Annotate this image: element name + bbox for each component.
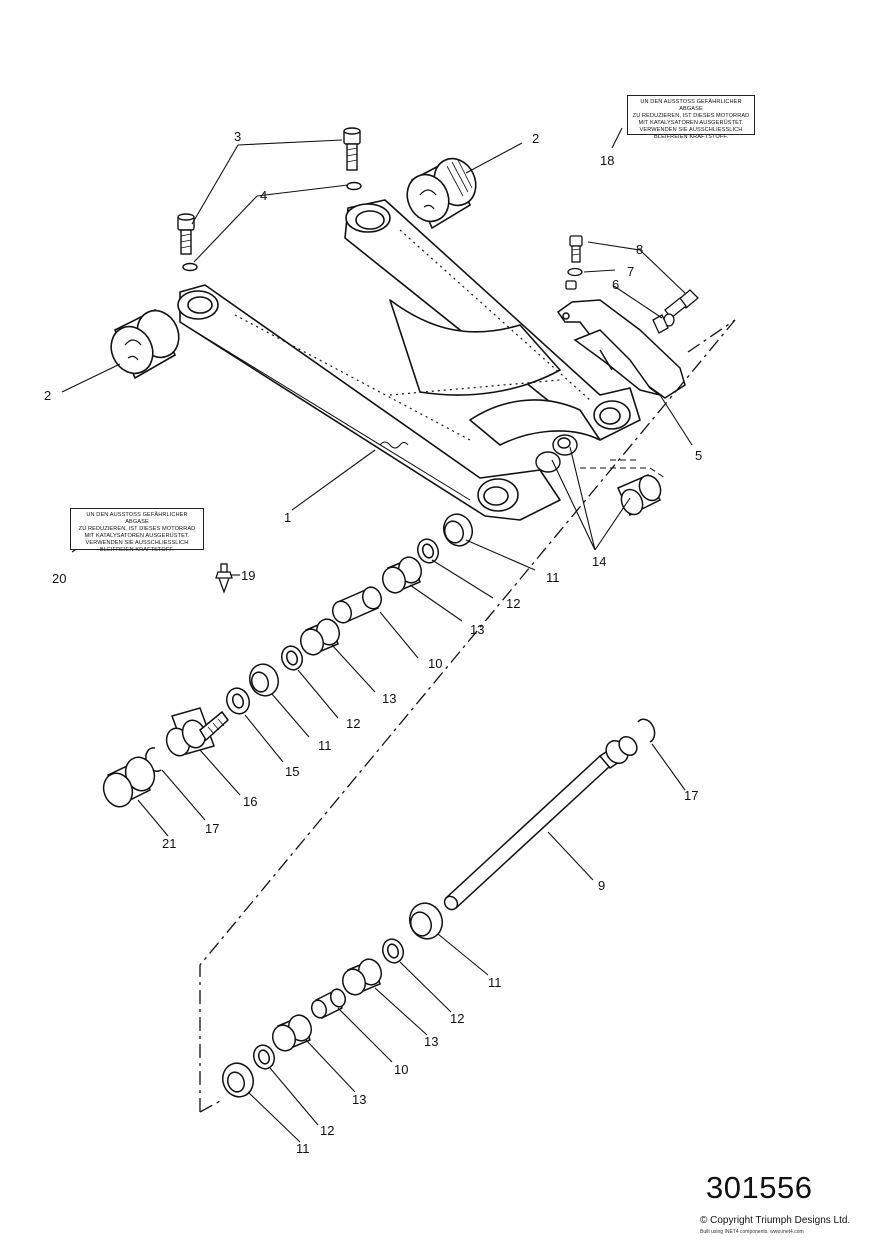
callout-13-mid: 13 — [382, 691, 396, 706]
callout-11-top: 11 — [546, 570, 560, 585]
label-18-line-4: VERWENDEN SIE AUSSCHLIESSLICH — [639, 127, 743, 133]
bush-14 — [617, 474, 662, 517]
swing-arm-bushings — [535, 434, 666, 479]
callout-19: 19 — [241, 568, 255, 583]
label-20-line-5: BLEIFREIEN KRAFTSTOFF. — [100, 547, 174, 553]
callout-11-bottom: 11 — [296, 1141, 310, 1156]
label-18-line-3: MIT KATALYSATOREN AUSGERÜSTET. — [638, 120, 744, 126]
callout-17-left: 17 — [205, 821, 219, 836]
callout-13-lower: 13 — [424, 1034, 438, 1049]
callout-12-top: 12 — [506, 596, 520, 611]
callout-13-bottom: 13 — [352, 1092, 366, 1107]
bolt-3-right — [343, 127, 361, 171]
callout-1: 1 — [284, 510, 291, 525]
callout-4: 4 — [260, 188, 267, 203]
emission-label-20: UN DEN AUSSTOSS GEFÄHRLICHER ABGASE ZU R… — [70, 508, 204, 553]
upper-bearing-stack — [102, 513, 473, 808]
callout-numbers: 1 2 2 3 4 5 6 7 8 9 10 10 11 11 11 11 12… — [44, 129, 702, 1156]
callout-11-mid: 11 — [318, 738, 332, 753]
copyright-notice: © Copyright Triumph Designs Ltd. — [700, 1215, 851, 1226]
callout-7: 7 — [627, 264, 634, 279]
callout-12-mid: 12 — [346, 716, 360, 731]
callout-10-lower: 10 — [394, 1062, 408, 1077]
emission-label-18: UN DEN AUSSTOSS GEFÄHRLICHER ABGASE ZU R… — [627, 95, 755, 140]
callout-15: 15 — [285, 764, 299, 779]
callout-16: 16 — [243, 794, 257, 809]
bearing-cap-2-lower — [110, 308, 180, 380]
callout-8: 8 — [636, 242, 643, 257]
callout-13-top: 13 — [470, 622, 484, 637]
label-20-line-1: UN DEN AUSSTOSS GEFÄHRLICHER ABGASE — [86, 512, 188, 525]
push-clip-19 — [215, 563, 233, 594]
label-18-line-2: ZU REDUZIEREN, IST DIESES MOTORRAD — [632, 113, 750, 119]
swing-arm — [177, 199, 641, 521]
callout-2-upper: 2 — [532, 131, 539, 146]
callout-11-lower: 11 — [488, 975, 502, 990]
label-20-line-2: ZU REDUZIEREN, IST DIESES MOTORRAD — [78, 526, 196, 532]
washer-4 — [182, 181, 362, 272]
callout-20: 20 — [52, 571, 66, 586]
bolt-8-upper — [569, 235, 583, 263]
callout-2-lower: 2 — [44, 388, 51, 403]
callout-10-upper: 10 — [428, 656, 442, 671]
callout-21: 21 — [162, 836, 176, 851]
copyright-small-print: Built using INET4 components. www.inet4.… — [700, 1229, 804, 1235]
assembly-frame-lines — [199, 319, 736, 1113]
label-20-line-3: MIT KATALYSATOREN AUSGERÜSTET. — [84, 533, 190, 539]
callout-14: 14 — [592, 554, 606, 569]
callout-3: 3 — [234, 129, 241, 144]
leader-lines — [61, 127, 693, 1143]
callout-17-right: 17 — [684, 788, 698, 803]
callout-6: 6 — [612, 277, 619, 292]
callout-18: 18 — [600, 153, 614, 168]
label-20-line-4: VERWENDEN SIE AUSSCHLIESSLICH — [85, 540, 189, 546]
callout-12-bottom: 12 — [320, 1123, 334, 1138]
label-18-line-5: BLEIFREIEN KRAFTSTOFF. — [654, 134, 728, 140]
bolt-3-left — [177, 213, 195, 255]
callout-5: 5 — [695, 448, 702, 463]
bearing-cap-2-upper — [406, 157, 477, 230]
label-18-line-1: UN DEN AUSSTOSS GEFÄHRLICHER ABGASE — [640, 99, 742, 112]
nut-6 — [565, 280, 669, 334]
callout-9: 9 — [598, 878, 605, 893]
washer-7 — [567, 267, 675, 327]
diagram-part-number: 301556 — [706, 1170, 813, 1205]
callout-12-lower: 12 — [450, 1011, 464, 1026]
lower-bearing-stack — [222, 902, 443, 1098]
spindle-9 — [443, 718, 656, 911]
